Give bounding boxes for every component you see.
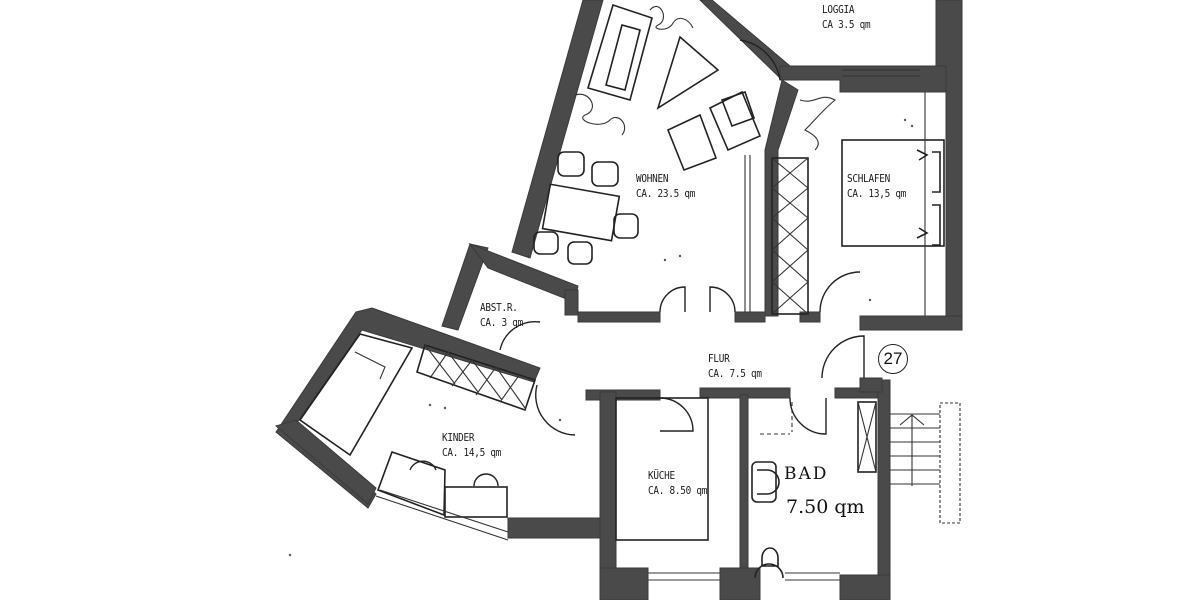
- staircase: [890, 402, 961, 524]
- room-name: ABST.R.: [480, 301, 518, 314]
- room-abstellraum: ABST.R. CA. 3 qm: [480, 300, 523, 330]
- room-area: CA. 23.5 qm: [636, 187, 696, 200]
- room-area: CA. 14,5 qm: [442, 446, 502, 459]
- room-name: WOHNEN: [636, 172, 669, 185]
- room-name: LOGGIA: [822, 3, 855, 16]
- room-area: CA. 8.50 qm: [648, 484, 708, 497]
- room-flur: FLUR CA. 7.5 qm: [708, 351, 762, 381]
- room-bad-name: BAD: [784, 464, 829, 484]
- wardrobe-kinder: [416, 343, 537, 412]
- room-area: CA. 3 qm: [480, 316, 524, 329]
- marks: [288, 118, 914, 557]
- room-area: CA. 7.5 qm: [708, 367, 762, 380]
- inner-lines: [298, 3, 961, 581]
- room-name: KINDER: [442, 431, 475, 444]
- room-kueche: KÜCHE CA. 8.50 qm: [648, 468, 707, 498]
- room-area: CA. 13,5 qm: [847, 187, 907, 200]
- plant-scribbles: [574, 6, 836, 151]
- room-kinder: KINDER CA. 14,5 qm: [442, 430, 501, 460]
- walls: [274, 0, 963, 600]
- room-name: SCHLAFEN: [847, 172, 891, 185]
- unit-number-badge: 27: [878, 344, 908, 374]
- room-name: KÜCHE: [648, 469, 675, 482]
- wardrobe-schlafen: [771, 157, 809, 315]
- doors: [499, 39, 865, 436]
- room-wohnen: WOHNEN CA. 23.5 qm: [636, 171, 695, 201]
- room-name: FLUR: [708, 352, 730, 365]
- room-area: CA 3.5 qm: [822, 18, 871, 31]
- room-loggia: LOGGIA CA 3.5 qm: [822, 2, 871, 32]
- room-schlafen: SCHLAFEN CA. 13,5 qm: [847, 171, 906, 201]
- room-bad-area: 7.50 qm: [786, 496, 865, 518]
